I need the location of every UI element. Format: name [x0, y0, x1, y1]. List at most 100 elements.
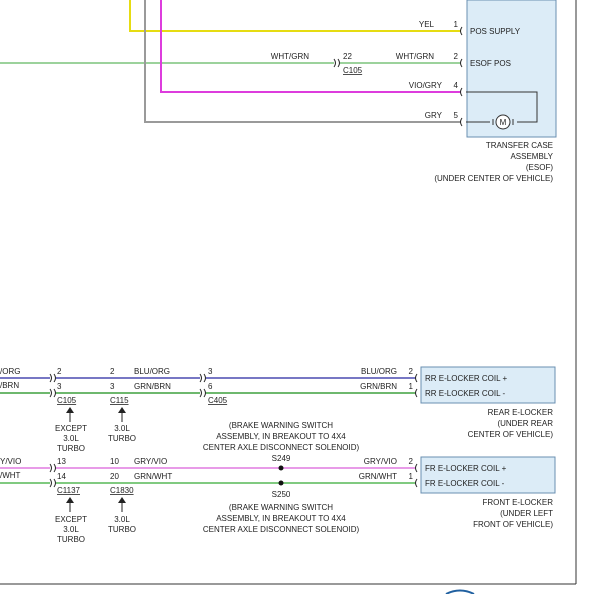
tc-function-2: ESOF POS: [470, 59, 511, 68]
connector-arc: [460, 26, 463, 36]
connector-arc: [460, 117, 463, 127]
wire-vio-gry: [160, 0, 461, 93]
splice-s250-label: S250: [272, 490, 291, 499]
front-c1137-pin-1: 13: [57, 457, 66, 466]
rear-c405-pin-1: 3: [208, 367, 213, 376]
connector-arc: [460, 87, 463, 97]
tc-mid-color: WHT/GRN: [271, 52, 309, 61]
rear-c115-label: C115: [110, 396, 129, 405]
s249-note-1: (BRAKE WARNING SWITCH: [229, 421, 333, 430]
rear-c405-pin-2: 6: [208, 382, 213, 391]
front-function-1: FR E-LOCKER COIL +: [425, 464, 507, 473]
c1137-connector: [49, 463, 56, 488]
rear-c105-note-3: TURBO: [57, 444, 85, 453]
s249-note-2: ASSEMBLY, IN BREAKOUT TO 4X4: [216, 432, 346, 441]
splice-s250-dot: [278, 480, 284, 486]
s249-note-3: CENTER AXLE DISCONNECT SOLENOID): [203, 443, 360, 452]
tc-pin-1: 1: [454, 20, 459, 29]
front-c1830-note-2: TURBO: [108, 525, 136, 534]
tc-pin-4: 4: [454, 81, 459, 90]
front-c1830-note-1: 3.0L: [114, 515, 130, 524]
tc-pin-5: 5: [454, 111, 459, 120]
front-function-2: FR E-LOCKER COIL -: [425, 479, 505, 488]
front-c1137-note-3: TURBO: [57, 535, 85, 544]
arrow-up-icon: [118, 497, 126, 503]
front-c1830-label: C1830: [110, 486, 134, 495]
motor-icon: [495, 114, 511, 130]
front-c1137-pin-2: 14: [57, 472, 66, 481]
front-c1830-pin-1: 10: [110, 457, 119, 466]
front-right-pin-2: 1: [409, 472, 414, 481]
rear-c115-note-1: 3.0L: [114, 424, 130, 433]
rear-box-connector: [415, 373, 418, 398]
front-elocker-box: [420, 456, 556, 494]
front-label-3: FRONT OF VEHICLE): [473, 520, 553, 529]
rear-label-2: (UNDER REAR: [497, 419, 553, 428]
wire-yel: [129, 0, 461, 32]
rear-right-pin-1: 2: [409, 367, 414, 376]
front-c1830-pin-2: 20: [110, 472, 119, 481]
front-c1137-note-1: EXCEPT: [55, 515, 87, 524]
rear-c115-pin-1: 2: [110, 367, 115, 376]
front-c1137-label: C1137: [57, 486, 81, 495]
tc-mid-connector: C105: [343, 66, 363, 75]
transfer-case-box: [466, 0, 557, 138]
tc-label-1: TRANSFER CASE: [486, 141, 553, 150]
tc-mid-pin: 22: [343, 52, 352, 61]
rear-c105-pin-2: 3: [57, 382, 62, 391]
rear-c115-pin-2: 3: [110, 382, 115, 391]
tc-label-4: (UNDER CENTER OF VEHICLE): [434, 174, 553, 183]
rear-right-color-1: BLU/ORG: [361, 367, 397, 376]
rear-function-1: RR E-LOCKER COIL +: [425, 374, 507, 383]
arrow-up-icon: [118, 407, 126, 413]
splice-s249-dot: [278, 465, 284, 471]
front-label-2: (UNDER LEFT: [500, 509, 553, 518]
motor-symbol: M: [500, 118, 507, 127]
rear-right-color-2: GRN/BRN: [360, 382, 397, 391]
rear-left-color-1: /ORG: [0, 367, 20, 376]
corner-circle-fragment: [445, 589, 475, 594]
s250-note-1: (BRAKE WARNING SWITCH: [229, 503, 333, 512]
c405-connector: [199, 373, 206, 398]
front-right-pin-1: 2: [409, 457, 414, 466]
front-box-connector: [415, 463, 418, 488]
rear-mid-color-2: GRN/BRN: [134, 382, 171, 391]
front-label-1: FRONT E-LOCKER: [482, 498, 553, 507]
connector-arc: [460, 58, 463, 68]
arrow-up-icon: [66, 497, 74, 503]
rear-label-3: CENTER OF VEHICLE): [468, 430, 554, 439]
rear-c105-label: C105: [57, 396, 77, 405]
tc-function-1: POS SUPPLY: [470, 27, 521, 36]
front-mid-color-2: GRN/WHT: [134, 472, 172, 481]
rear-mid-color-1: BLU/ORG: [134, 367, 170, 376]
rear-left-color-2: /BRN: [0, 381, 19, 390]
rear-label-1: REAR E-LOCKER: [488, 408, 554, 417]
wire-gry: [144, 0, 461, 123]
tc-label-2: ASSEMBLY: [510, 152, 553, 161]
front-right-color-2: GRN/WHT: [359, 472, 397, 481]
rear-function-2: RR E-LOCKER COIL -: [425, 389, 505, 398]
rear-elocker-box: [420, 366, 556, 404]
motor-circuit: [466, 91, 538, 123]
front-left-color-1: Y/VIO: [0, 457, 21, 466]
rear-c105-pin-1: 2: [57, 367, 62, 376]
arrow-up-icon: [66, 407, 74, 413]
front-mid-color-1: GRY/VIO: [134, 457, 167, 466]
s250-note-2: ASSEMBLY, IN BREAKOUT TO 4X4: [216, 514, 346, 523]
tc-wire-color-4: VIO/GRY: [409, 81, 443, 90]
tc-wire-color-1: YEL: [419, 20, 435, 29]
tc-pin-2: 2: [454, 52, 459, 61]
rear-c115-note-2: TURBO: [108, 434, 136, 443]
tc-label-3: (ESOF): [526, 163, 553, 172]
front-right-color-1: GRY/VIO: [364, 457, 397, 466]
front-left-color-2: /WHT: [0, 471, 21, 480]
front-c1137-note-2: 3.0L: [63, 525, 79, 534]
rear-c405-label: C405: [208, 396, 228, 405]
tc-wire-color-2: WHT/GRN: [396, 52, 434, 61]
splice-s249-label: S249: [272, 454, 291, 463]
s250-note-3: CENTER AXLE DISCONNECT SOLENOID): [203, 525, 360, 534]
rear-right-pin-2: 1: [409, 382, 414, 391]
rear-c105-note-2: 3.0L: [63, 434, 79, 443]
tc-wire-color-5: GRY: [425, 111, 443, 120]
